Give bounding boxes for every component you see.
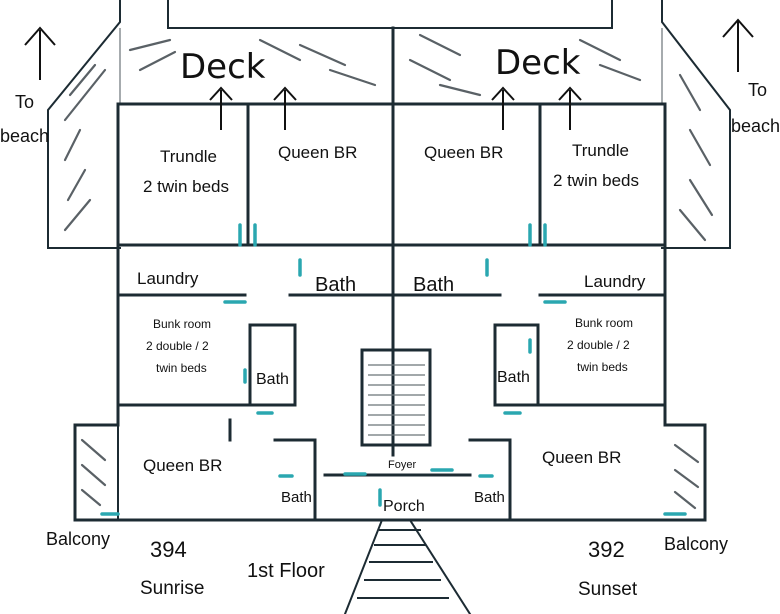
bunk-right-label-3: twin beds xyxy=(577,360,628,374)
foyer-label: Foyer xyxy=(388,459,416,471)
bath-center-left-label: Bath xyxy=(315,274,356,296)
bath-mid-left-label: Bath xyxy=(256,371,289,388)
balcony-right-label: Balcony xyxy=(664,534,728,554)
trundle-right-label-1: Trundle xyxy=(572,141,629,160)
queen-br-lower-left-label: Queen BR xyxy=(143,456,222,475)
queen-br-upper-left-label: Queen BR xyxy=(278,143,357,162)
queen-br-upper-right-label: Queen BR xyxy=(424,143,503,162)
bunk-left-label-1: Bunk room xyxy=(153,317,211,331)
bunk-left-label-2: 2 double / 2 xyxy=(146,339,209,353)
deck-hatching xyxy=(63,33,714,242)
bunk-right-label-2: 2 double / 2 xyxy=(567,338,630,352)
beach-arrows xyxy=(24,18,754,130)
balcony-left-label: Balcony xyxy=(46,529,110,549)
floor-title: 1st Floor xyxy=(247,560,325,582)
deck-right-label: Deck xyxy=(495,43,581,83)
bath-low-left-label: Bath xyxy=(281,489,312,506)
balcony-hatching xyxy=(74,424,700,521)
laundry-left-label: Laundry xyxy=(137,269,199,288)
trundle-right-label-2: 2 twin beds xyxy=(553,171,639,190)
deck-outline xyxy=(47,0,731,249)
to-beach-left-label-1: To xyxy=(15,92,34,112)
trundle-left-label-1: Trundle xyxy=(160,147,217,166)
to-beach-right-label-1: To xyxy=(748,80,767,100)
to-beach-left-label-2: beach xyxy=(0,126,49,146)
laundry-right-label: Laundry xyxy=(584,272,646,291)
bunk-right-label-1: Bunk room xyxy=(575,316,633,330)
unit-left-name: Sunrise xyxy=(140,578,204,599)
trundle-left-label-2: 2 twin beds xyxy=(143,177,229,196)
queen-br-lower-right-label: Queen BR xyxy=(542,448,621,467)
unit-right-number: 392 xyxy=(588,537,625,562)
bath-low-right-label: Bath xyxy=(474,489,505,506)
door-markers xyxy=(100,223,687,516)
porch-label: Porch xyxy=(383,498,425,515)
stairs xyxy=(343,364,472,614)
to-beach-right-label-2: beach xyxy=(731,116,780,136)
bath-mid-right-label: Bath xyxy=(497,369,530,386)
bunk-left-label-3: twin beds xyxy=(156,361,207,375)
unit-left-number: 394 xyxy=(150,537,187,562)
unit-right-name: Sunset xyxy=(578,579,638,600)
deck-left-label: Deck xyxy=(180,47,266,87)
bath-center-right-label: Bath xyxy=(413,274,454,296)
